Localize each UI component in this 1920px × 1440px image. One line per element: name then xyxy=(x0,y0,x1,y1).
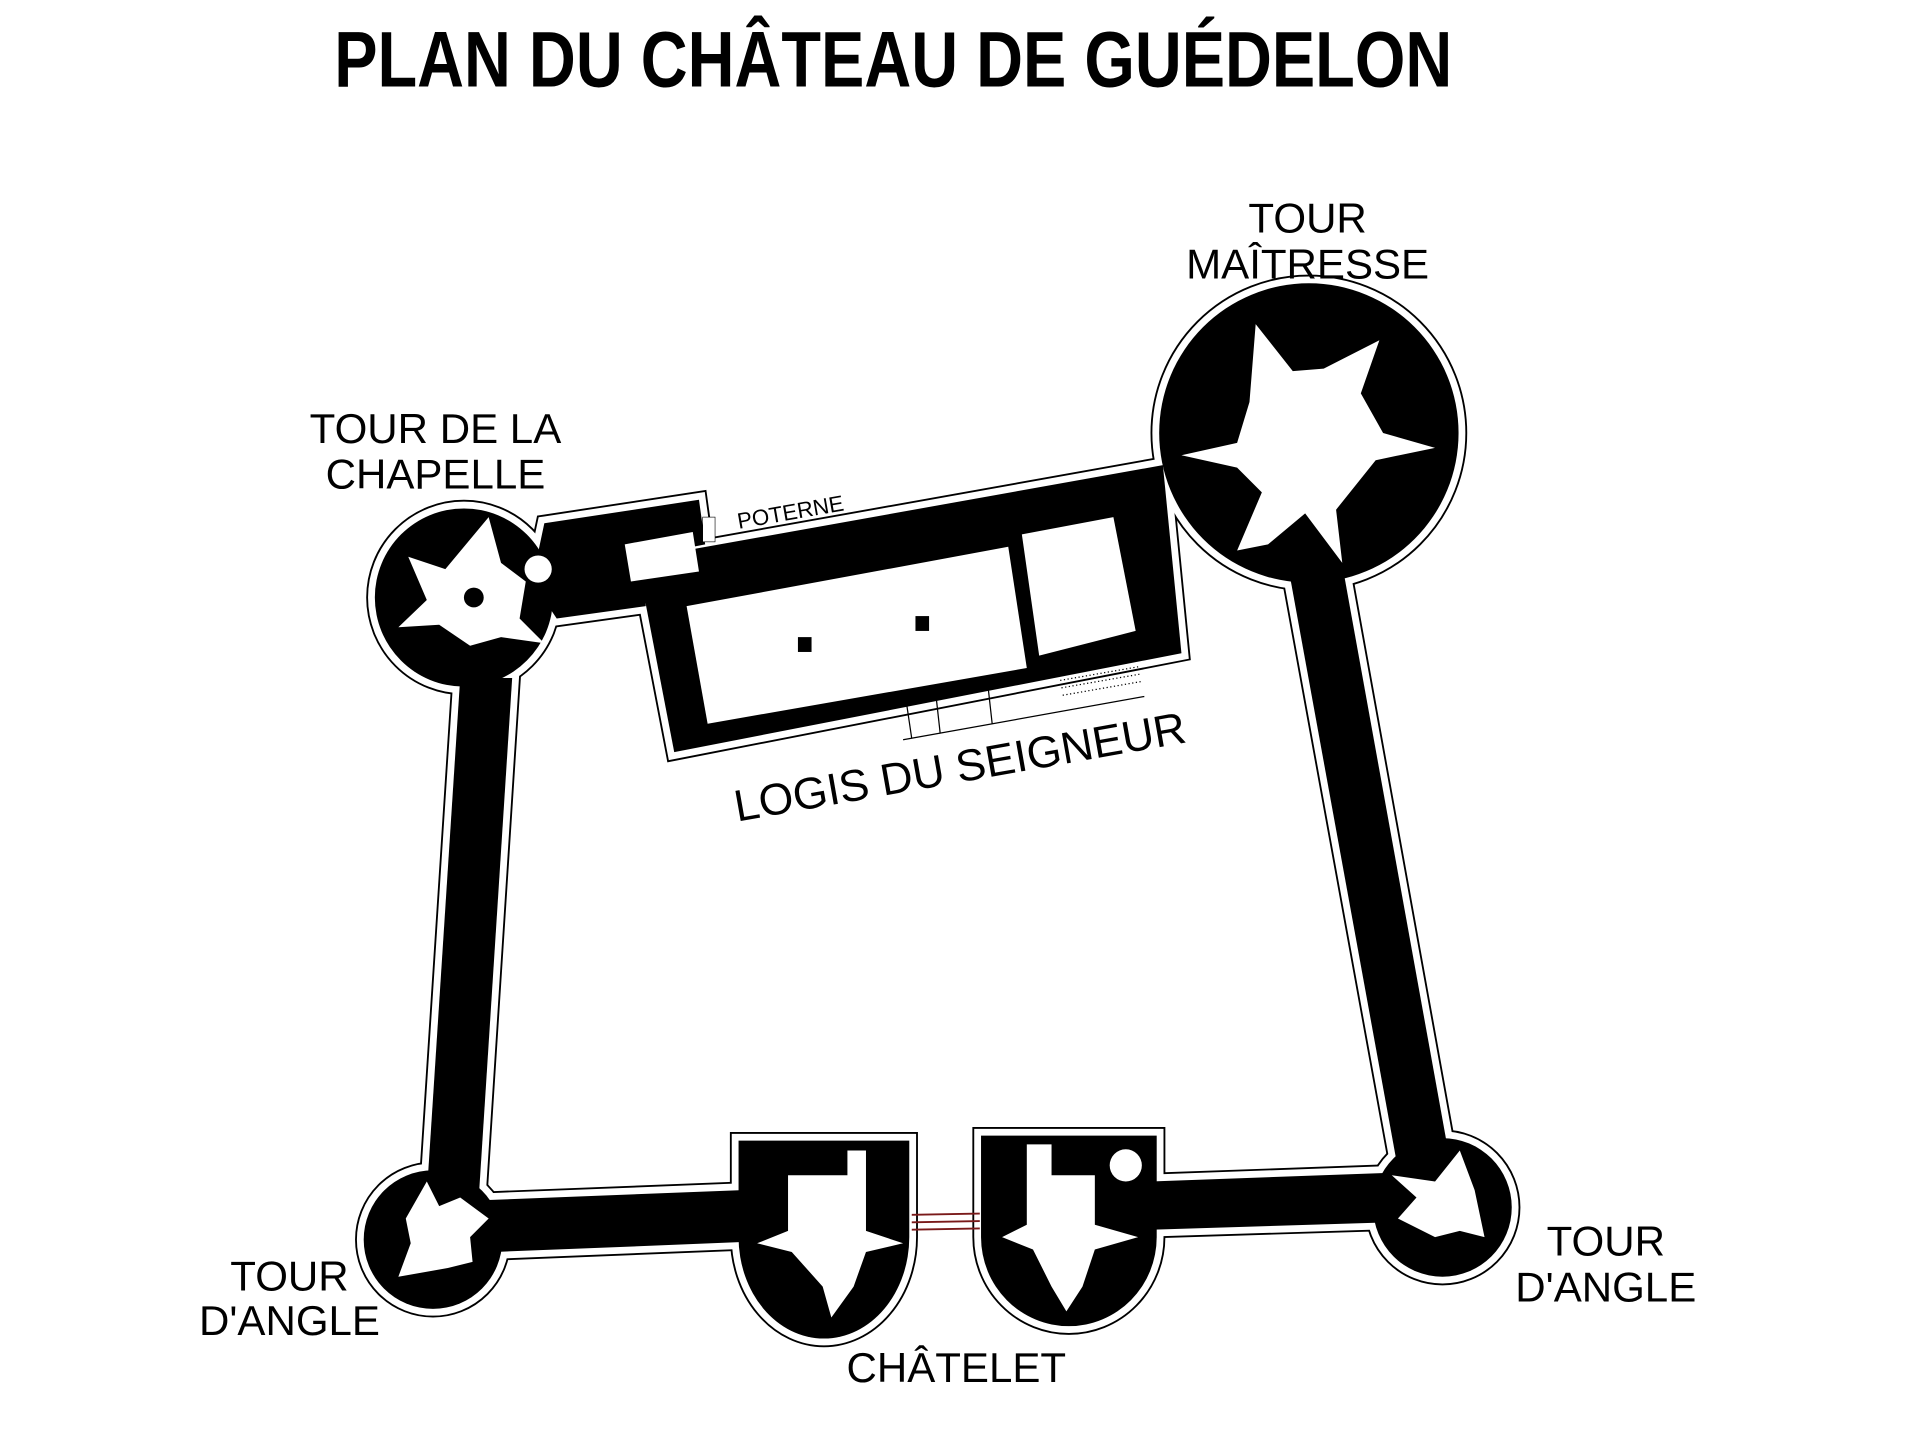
label-tour-maitresse-2: MAÎTRESSE xyxy=(1186,240,1429,287)
gate-passage xyxy=(911,1212,980,1231)
chatelet-left-room xyxy=(757,1150,904,1318)
label-tour-angle-left-2: D'ANGLE xyxy=(199,1297,380,1344)
chapel-center-pillar xyxy=(463,587,484,608)
chapel-tower-room xyxy=(398,517,545,646)
label-tour-angle-left-1: TOUR xyxy=(230,1252,348,1299)
stair-room xyxy=(624,531,699,582)
label-tour-maitresse-1: TOUR xyxy=(1248,195,1366,242)
pillar xyxy=(915,616,930,631)
small-room xyxy=(1021,517,1136,656)
label-tour-angle-right-2: D'ANGLE xyxy=(1515,1263,1696,1310)
great-hall xyxy=(686,546,1027,724)
poterne-gate xyxy=(702,516,716,543)
label-tour-chapelle-1: TOUR DE LA xyxy=(310,405,562,452)
chapel-turret xyxy=(524,555,552,583)
tower-interiors xyxy=(398,324,1485,1318)
chatelet-right-room xyxy=(1002,1144,1139,1312)
se-tower-room xyxy=(1391,1150,1485,1238)
logis-rooms xyxy=(624,517,1136,724)
pillar xyxy=(797,637,812,652)
page-title: PLAN DU CHÂTEAU DE GUÉDELON xyxy=(334,16,1452,105)
label-tour-chapelle-2: CHAPELLE xyxy=(326,451,546,498)
sw-tower-room xyxy=(398,1181,489,1277)
label-tour-angle-right-1: TOUR xyxy=(1547,1218,1665,1265)
logis-stairs xyxy=(902,666,1145,741)
chatelet-turret xyxy=(1109,1149,1142,1182)
label-chatelet: CHÂTELET xyxy=(846,1344,1066,1391)
keep-room xyxy=(1181,324,1436,563)
